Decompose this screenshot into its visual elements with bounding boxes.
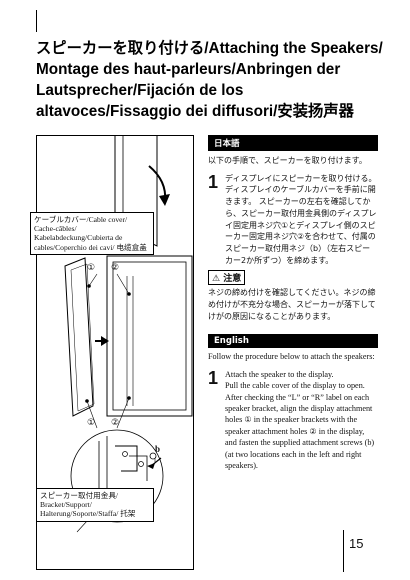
english-heading: English [208, 334, 378, 349]
instructions-column: 日本語 以下の手順で、スピーカーを取り付けます。 1 ディスプレイにスピーカーを… [208, 135, 378, 472]
english-intro: Follow the procedure below to attach the… [208, 352, 375, 362]
english-step-text-1: Attach the speaker to the display. [225, 369, 334, 379]
bracket-label: スピーカー取付用金具/ Bracket/Support/ Halterung/S… [36, 488, 154, 522]
warning-triangle-icon: ⚠ [212, 274, 221, 285]
page-number-rule [343, 530, 344, 572]
top-rule [36, 10, 37, 32]
japanese-intro: 以下の手順で、スピーカーを取り付けます。 [208, 156, 367, 165]
japanese-heading: 日本語 [208, 135, 378, 151]
english-step-1: 1 Attach the speaker to the display. Pul… [208, 369, 378, 472]
english-step-text-2: Pull the cable cover of the display to o… [225, 381, 365, 391]
page-number: 15 [349, 536, 364, 551]
english-step-number: 1 [208, 367, 219, 388]
japanese-step-1: 1 ディスプレイにスピーカーを取り付ける。 ディスプレイのケーブルカバーを手前に… [208, 173, 378, 267]
hole-1-marker-top: ① [87, 263, 96, 273]
japanese-step-number: 1 [208, 171, 219, 192]
caution-text: ネジの締め付けを確認してください。ネジの締め付けが不充分な場合、スピーカーが落下… [208, 288, 376, 321]
screw-b-marker: b [155, 444, 161, 454]
hole-2-marker-bottom: ② [111, 418, 120, 428]
caution-label: 注意 [223, 274, 242, 285]
english-step-text-3: After checking the “L” or “R” label on e… [225, 392, 375, 471]
cable-cover-label: ケーブルカバー/Cable cover/ Cache-câbles/ Kabel… [30, 212, 154, 255]
japanese-step-text: ディスプレイにスピーカーを取り付ける。 ディスプレイのケーブルカバーを手前に開き… [225, 173, 377, 265]
page-title: スピーカーを取り付ける/Attaching the Speakers/ Mont… [36, 40, 383, 120]
caution-badge: ⚠ 注意 [208, 270, 246, 286]
hole-2-marker-top: ② [111, 263, 120, 273]
hole-1-marker-bottom: ① [87, 418, 96, 428]
